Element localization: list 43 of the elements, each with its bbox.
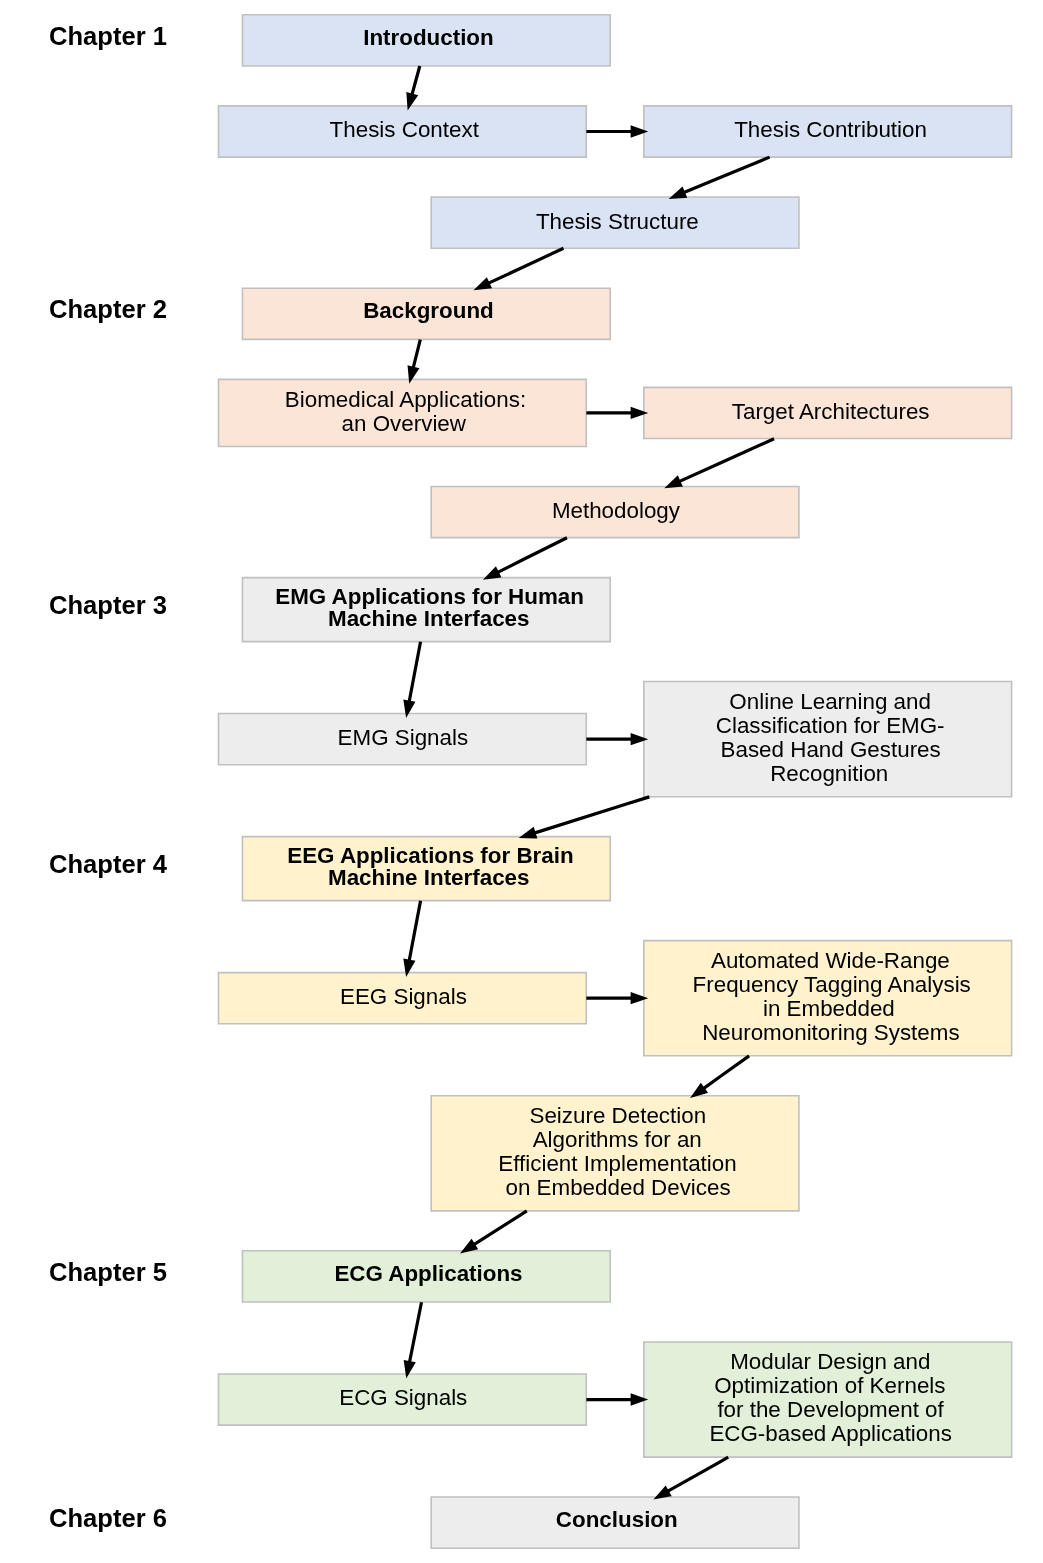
label: Chapter 1 xyxy=(48,21,167,50)
arrow xyxy=(473,246,565,291)
label: Chapter 6 xyxy=(48,1504,167,1533)
node-box: EEG Applications for Brain Machine Interfaces xyxy=(241,835,612,902)
node-box: ECG Signals xyxy=(217,1373,588,1426)
arrow xyxy=(586,406,649,420)
arrow xyxy=(403,641,423,718)
node-box: Thesis Contribution xyxy=(643,105,1013,158)
arrow xyxy=(482,536,568,580)
node-box: EMG Applications for Human Machine Interfaces xyxy=(241,576,612,643)
node-box: Conclusion xyxy=(430,1496,800,1550)
node-box: Automated Wide-Range Frequency Tagging Analysis in Embedded Neuromonitoring Systems xyxy=(643,939,1013,1057)
label: Chapter 5 xyxy=(48,1257,167,1286)
arrow xyxy=(406,65,422,111)
arrow xyxy=(407,339,422,384)
node-box: ECG Applications xyxy=(241,1250,612,1303)
node-box: Background xyxy=(241,287,612,341)
node-box: Thesis Context xyxy=(217,105,588,158)
node-box: Modular Design and Optimization of Kernels for the Development of ECG-based Applications xyxy=(643,1341,1013,1458)
node-box: EMG Signals xyxy=(217,712,588,766)
arrow xyxy=(586,125,649,138)
node-box: Introduction xyxy=(241,13,612,67)
arrow xyxy=(653,1455,729,1500)
label: Chapter 4 xyxy=(48,850,167,879)
arrow xyxy=(403,1301,424,1379)
arrow xyxy=(690,1054,751,1099)
arrow xyxy=(586,1393,649,1406)
node-box: Online Learning and Classification for EMG-Based Hand Gestures Recognition xyxy=(643,680,1013,798)
node-box: Methodology xyxy=(430,485,800,539)
node-box: Biomedical Applications: an Overview xyxy=(217,378,588,448)
node-box: Target Architectures xyxy=(643,386,1013,440)
arrow xyxy=(586,992,649,1005)
node-box: EEG Signals xyxy=(217,971,588,1025)
arrow xyxy=(518,795,650,839)
node-box: Seizure Detection Algorithms for an Efficient Implementation on Embedded Devices xyxy=(430,1094,800,1212)
arrow xyxy=(460,1209,528,1254)
arrow xyxy=(403,900,423,977)
arrow xyxy=(668,155,771,199)
arrow xyxy=(586,732,649,746)
label: Chapter 3 xyxy=(48,591,167,620)
arrow xyxy=(664,437,775,489)
label: Chapter 2 xyxy=(48,295,167,324)
node-box: Thesis Structure xyxy=(430,196,800,249)
